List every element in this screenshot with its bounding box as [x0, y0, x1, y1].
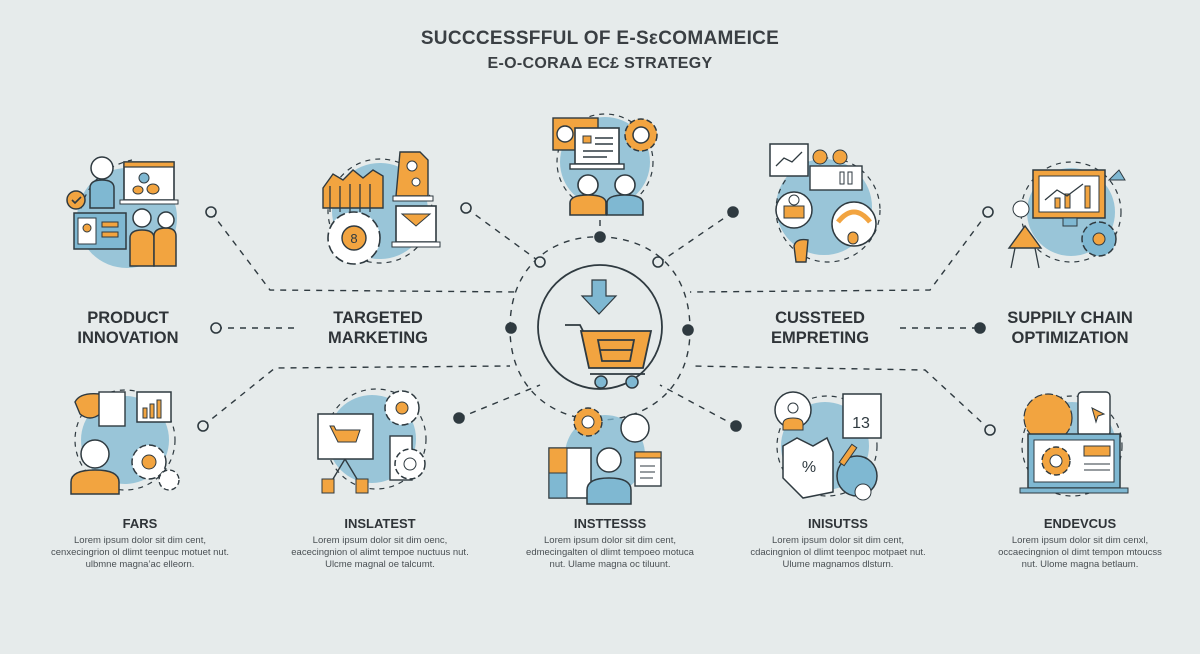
team-presentation-icon [66, 156, 179, 268]
pillar-label-targeted-marketing: TARGETED MARKETING [328, 309, 428, 347]
card-text: Lorem ipsum dolor sit dim cent, cdacingn… [750, 535, 926, 570]
card-title: FARS [122, 516, 158, 531]
person-panels-gear-icon [548, 407, 662, 505]
cart-board-gears-icon [317, 388, 427, 494]
svg-text:8: 8 [350, 231, 357, 246]
support-agent-gears-icon [70, 389, 180, 495]
card-insutss: INІSUTSS Lorem ipsum dolor sit dim cent,… [748, 516, 928, 571]
monitor-chart-gear-icon [1007, 161, 1126, 269]
pillar-label-supply-chain: SUPPILY CHAIN OPTIMIZATION [1007, 309, 1133, 347]
shopping-cart-download-icon [537, 264, 663, 390]
factory-gear-mail-icon: 8 [322, 151, 441, 265]
team-laptop-gear-icon [552, 113, 658, 216]
card-title: ENDEVCUS [1043, 516, 1117, 531]
svg-text:%: % [802, 459, 816, 476]
page-title: SUCCCESSFFUL OF E-SεCOMAMEICE [420, 28, 780, 49]
pillar-label-product-innovation: PRODUCT INNOVATION [77, 309, 179, 347]
card-text: Lorem ipsum dolor sit dim oenc, eacecing… [291, 535, 469, 570]
card-title: INІSUTSS [808, 516, 868, 531]
card-text: Lorem ipsum dolor sit dim cent, cenxecin… [51, 535, 229, 570]
card-insttesss: INSTTESSS Lorem ipsum dolor sit dim cent… [520, 516, 700, 571]
card-title: INSLATEST [344, 516, 416, 531]
card-endevcus: ENDEVCUS Lorem ipsum dolor sit dim cenxl… [990, 516, 1170, 571]
analytics-tools-icon [769, 143, 881, 263]
card-fars: FARS Lorem ipsum dolor sit dim cent, cen… [50, 516, 230, 571]
discount-badge-icon: 13 % [774, 391, 882, 501]
svg-text:13: 13 [852, 415, 870, 432]
card-inslatest: INSLATEST Lorem ipsum dolor sit dim oenc… [290, 516, 470, 571]
card-title: INSTTESSS [573, 516, 647, 531]
laptop-gear-cursor-icon [1019, 391, 1129, 497]
card-text: Lorem ipsum dolor sit dim cenxl, occaeci… [998, 535, 1162, 570]
card-text: Lorem ipsum dolor sit dim cent, edmecing… [526, 535, 694, 570]
page-subtitle: E-O-CORAΔ EC£ STRATEGY [487, 55, 713, 72]
pillar-label-customer-engagement: CUSSTEED EMPRETING [770, 309, 870, 347]
